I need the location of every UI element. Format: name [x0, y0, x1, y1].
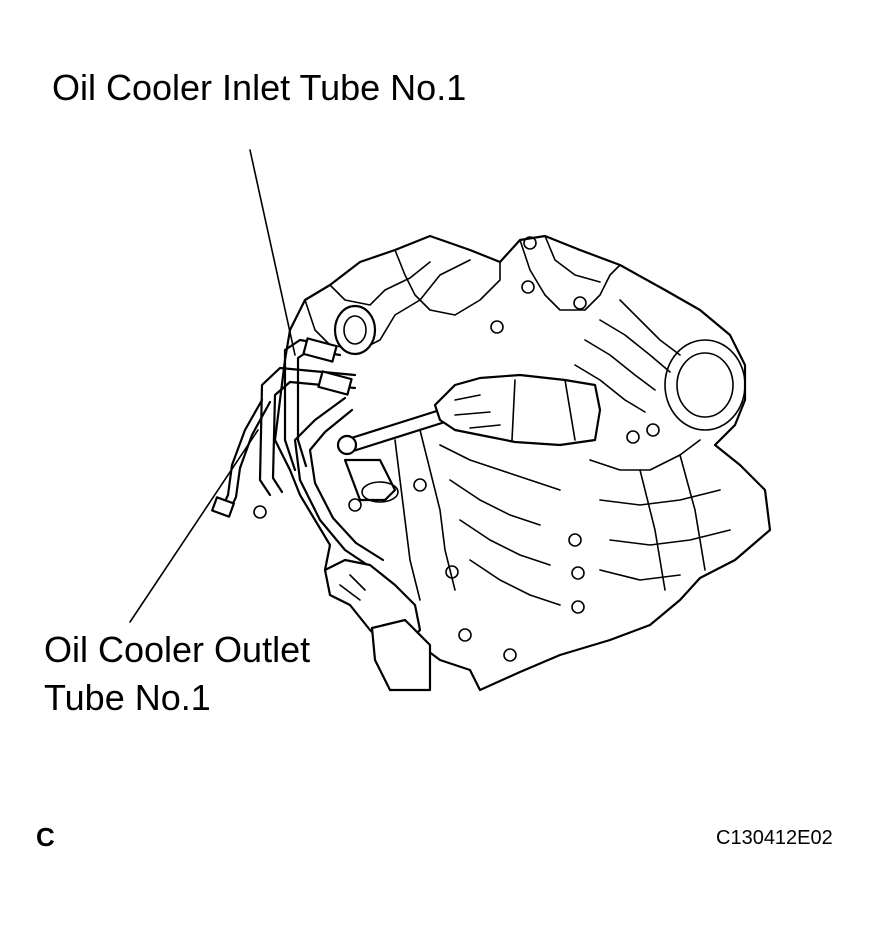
upper-hand: [433, 373, 602, 447]
outlet-leader-line: [129, 429, 259, 623]
corner-code: C: [36, 822, 55, 852]
lower-hand: [323, 558, 432, 692]
oil-cooler-tubes: [211, 337, 385, 572]
outlet-tube-label-line1: Oil Cooler Outlet: [44, 629, 311, 670]
transaxle-housing: [253, 234, 772, 692]
inlet-tube-label: Oil Cooler Inlet Tube No.1: [52, 67, 467, 108]
inlet-leader-line: [249, 149, 296, 356]
figure-id: C130412E02: [716, 827, 833, 849]
outlet-tube-label-line2: Tube No.1: [44, 677, 211, 718]
outlet-tube-label: Oil Cooler Outlet Tube No.1: [44, 626, 310, 722]
